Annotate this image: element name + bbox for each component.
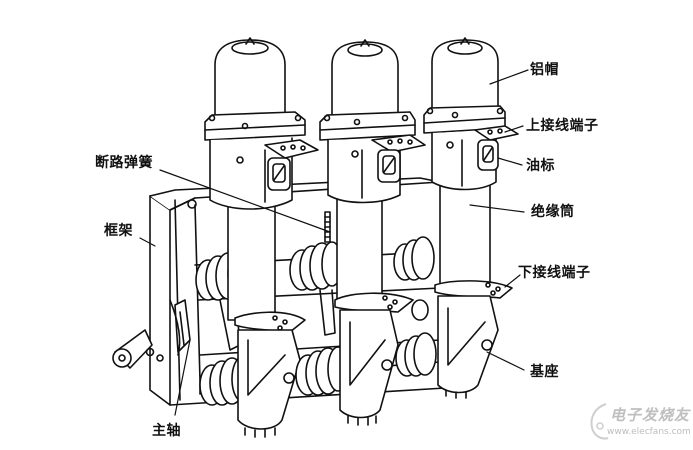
watermark-title: 电子发烧友 (610, 406, 691, 424)
insulator-upper (290, 242, 342, 290)
insulator-upper (394, 237, 434, 280)
label-upper-terminal: 上接线端子 (526, 118, 599, 134)
watermark-url: www.elecfans.com (607, 427, 691, 437)
label-base: 基座 (530, 364, 559, 380)
label-frame: 框架 (104, 223, 133, 239)
pole-3 (394, 38, 518, 398)
label-insulating-cylinder: 绝缘筒 (531, 204, 575, 220)
label-aluminum-cap: 铝帽 (530, 62, 559, 78)
label-opening-spring: 断路弹簧 (95, 155, 153, 171)
watermark: 电子发烧友 www.elecfans.com (588, 400, 693, 450)
watermark-logo-icon (588, 402, 610, 442)
insulator-lower (296, 347, 348, 395)
label-lower-terminal: 下接线端子 (518, 265, 591, 281)
leader-lines (140, 70, 528, 415)
pole-2 (290, 40, 425, 425)
insulator-lower (396, 333, 436, 376)
label-oil-gauge: 油标 (526, 158, 555, 174)
label-main-shaft: 主轴 (152, 423, 181, 439)
pole-1 (196, 38, 318, 437)
